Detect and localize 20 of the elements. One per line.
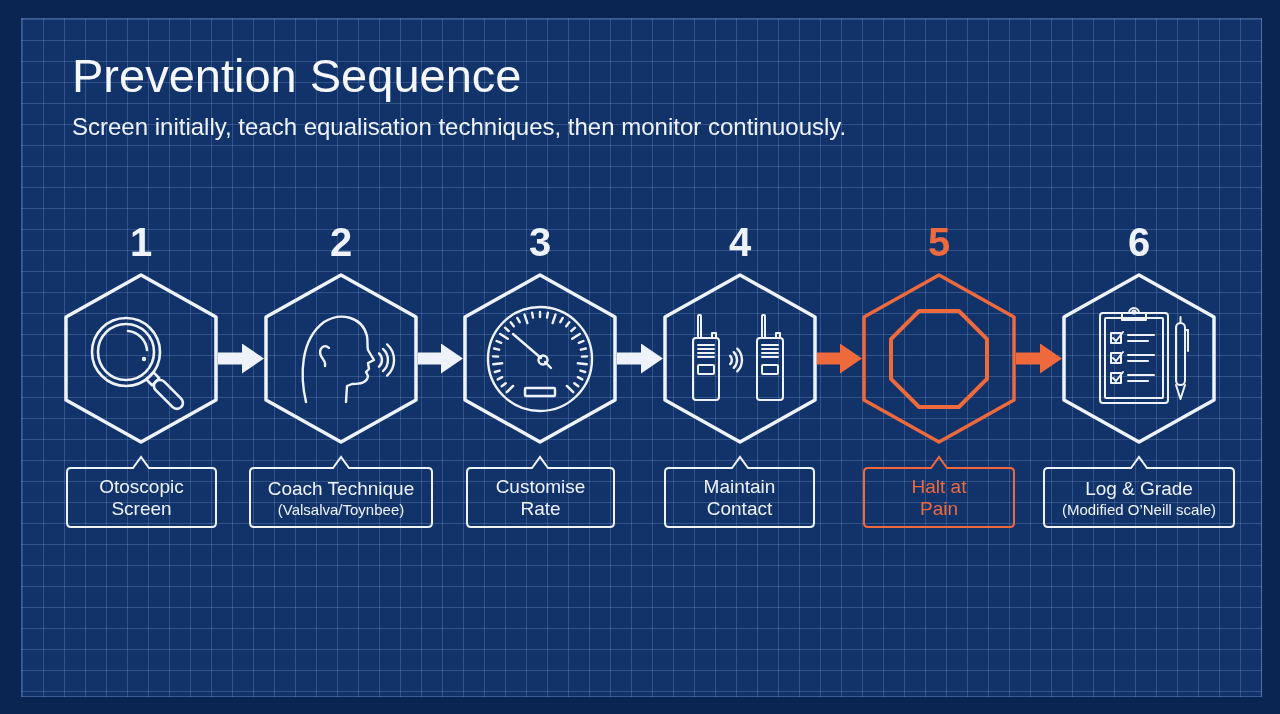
step-title: Otoscopic Screen [98, 476, 185, 520]
step-note: (Modified O’Neill scale) [1061, 499, 1217, 519]
title: Prevention Sequence [72, 48, 522, 104]
step-note: (Valsalva/Toynbee) [277, 499, 405, 519]
step-number: 2 [329, 220, 353, 264]
step-title: Coach Technique [267, 477, 415, 500]
subtitle: Screen initially, teach equalisation techniques, then monitor continuously. [72, 112, 847, 142]
arrow [218, 343, 264, 374]
step-number: 5 [927, 220, 951, 264]
step-title: Log & Grade [1085, 477, 1193, 500]
step-title: Maintain Contact [702, 476, 777, 520]
step-number: 3 [528, 220, 552, 264]
step-number: 1 [129, 220, 153, 264]
step-number: 4 [728, 220, 752, 264]
arrow [817, 343, 862, 374]
step-title: Halt at Pain [910, 476, 968, 520]
step-title: Customise Rate [494, 476, 587, 520]
step-number: 6 [1127, 220, 1151, 264]
arrow [617, 343, 663, 374]
arrow [418, 343, 463, 374]
